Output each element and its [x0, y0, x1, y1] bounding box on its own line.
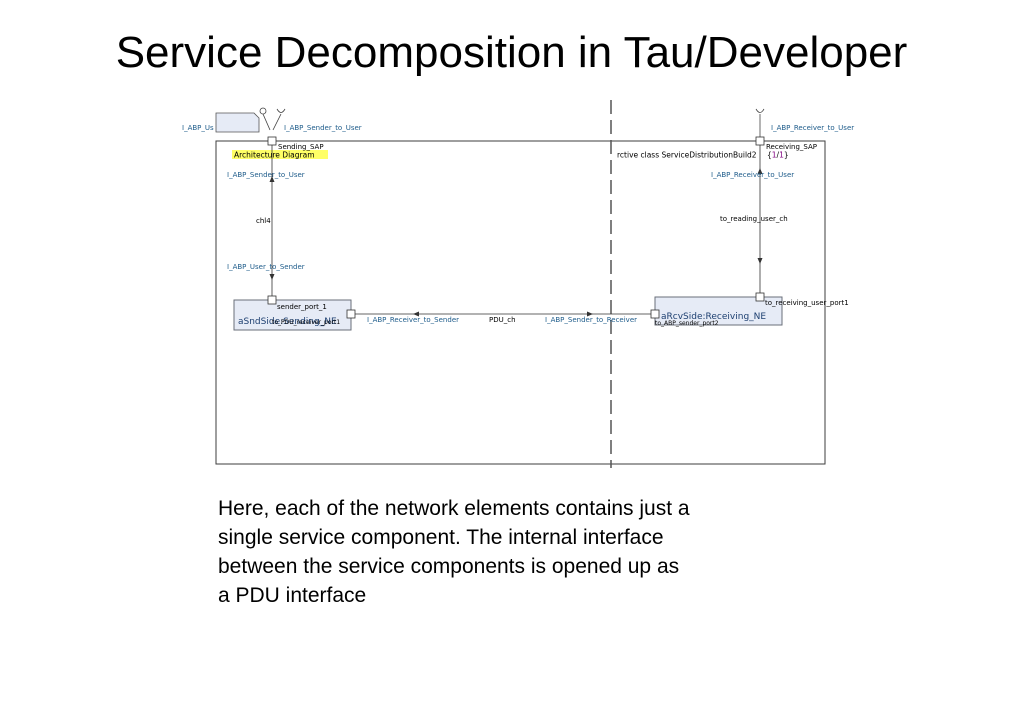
page-total: 1 — [779, 151, 784, 160]
provided-interface-icon — [259, 107, 267, 115]
top-left-interface-label: I_ABP_Us — [182, 124, 214, 132]
left-sender-to-user-label: I_ABP_Sender_to_User — [227, 171, 305, 179]
page-close: } — [784, 151, 789, 160]
left-channel-label: chl4 — [256, 217, 271, 225]
right-channel-label: to_reading_user_ch — [720, 215, 788, 223]
pdu-arrow-right — [587, 311, 593, 317]
class-header: rctive class ServiceDistributionBuild2 {… — [617, 151, 789, 160]
page-separator: / — [777, 151, 780, 160]
right-channel-arrow-down — [757, 258, 763, 264]
sender-overlap-label: to_PDU_receiver_port1 — [272, 319, 340, 326]
required-interface-icon — [276, 108, 286, 113]
receiver-port-label: to_receiving_user_port1 — [765, 299, 849, 307]
receiver-sub-label: to_ABP_sender_port2 — [655, 320, 719, 327]
left-channel-arrow-down — [269, 274, 275, 280]
class-header-text: rctive class ServiceDistributionBuild2 — [617, 151, 757, 160]
caption-line: single service component. The internal i… — [218, 526, 664, 549]
sending-sap-label: Sending_SAP — [278, 143, 324, 151]
left-user-to-sender-label: I_ABP_User_to_Sender — [227, 263, 305, 271]
receiver-instance-box — [654, 296, 783, 326]
receiver-port-top — [755, 292, 765, 302]
left-channel-arrow-up — [269, 176, 275, 182]
receiving-sap-port — [755, 136, 765, 146]
caption-line: between the service components is opened… — [218, 555, 680, 578]
sender-instance-label: aSndSide:Sending_NE — [238, 317, 337, 327]
architecture-label: Architecture Diagram — [234, 151, 315, 160]
provided-interface-stem — [262, 113, 271, 131]
diagram-frame — [215, 140, 826, 465]
caption-line: a PDU interface — [218, 584, 367, 607]
page-title: Service Decomposition in Tau/Developer — [115, 28, 908, 77]
sender-port-right — [346, 309, 356, 319]
pdu-arrow-left — [413, 311, 419, 317]
caption-line: Here, each of the network elements conta… — [218, 497, 690, 520]
required-interface-stem — [272, 113, 282, 131]
sender-port-label: sender_port_1 — [277, 303, 327, 311]
page-open: { — [767, 151, 772, 160]
mid-sender-to-receiver-label: I_ABP_Sender_to_Receiver — [545, 316, 637, 324]
caption-text: Here, each of the network elements conta… — [218, 494, 818, 610]
sender-instance-box — [233, 299, 352, 331]
receiver-required-interface-icon — [755, 108, 765, 113]
page-number: 1 — [772, 151, 777, 160]
top-sender-to-user-label: I_ABP_Sender_to_User — [284, 124, 362, 132]
top-receiver-to-user-label: I_ABP_Receiver_to_User — [771, 124, 854, 132]
mid-receiver-to-sender-label: I_ABP_Receiver_to_Sender — [367, 316, 459, 324]
sender-port-top — [267, 295, 277, 305]
interface-note-symbol — [215, 112, 260, 133]
sending-sap-port — [267, 136, 277, 146]
right-channel-arrow-up — [757, 168, 763, 174]
right-receiver-to-user-label: I_ABP_Receiver_to_User — [711, 171, 794, 179]
receiver-instance-label: aRcvSide:Receiving_NE — [661, 312, 766, 322]
pdu-channel-label: PDU_ch — [489, 316, 516, 324]
receiver-port-left — [650, 309, 660, 319]
receiving-sap-label: Receiving_SAP — [766, 143, 817, 151]
architecture-label-highlight — [232, 150, 328, 159]
